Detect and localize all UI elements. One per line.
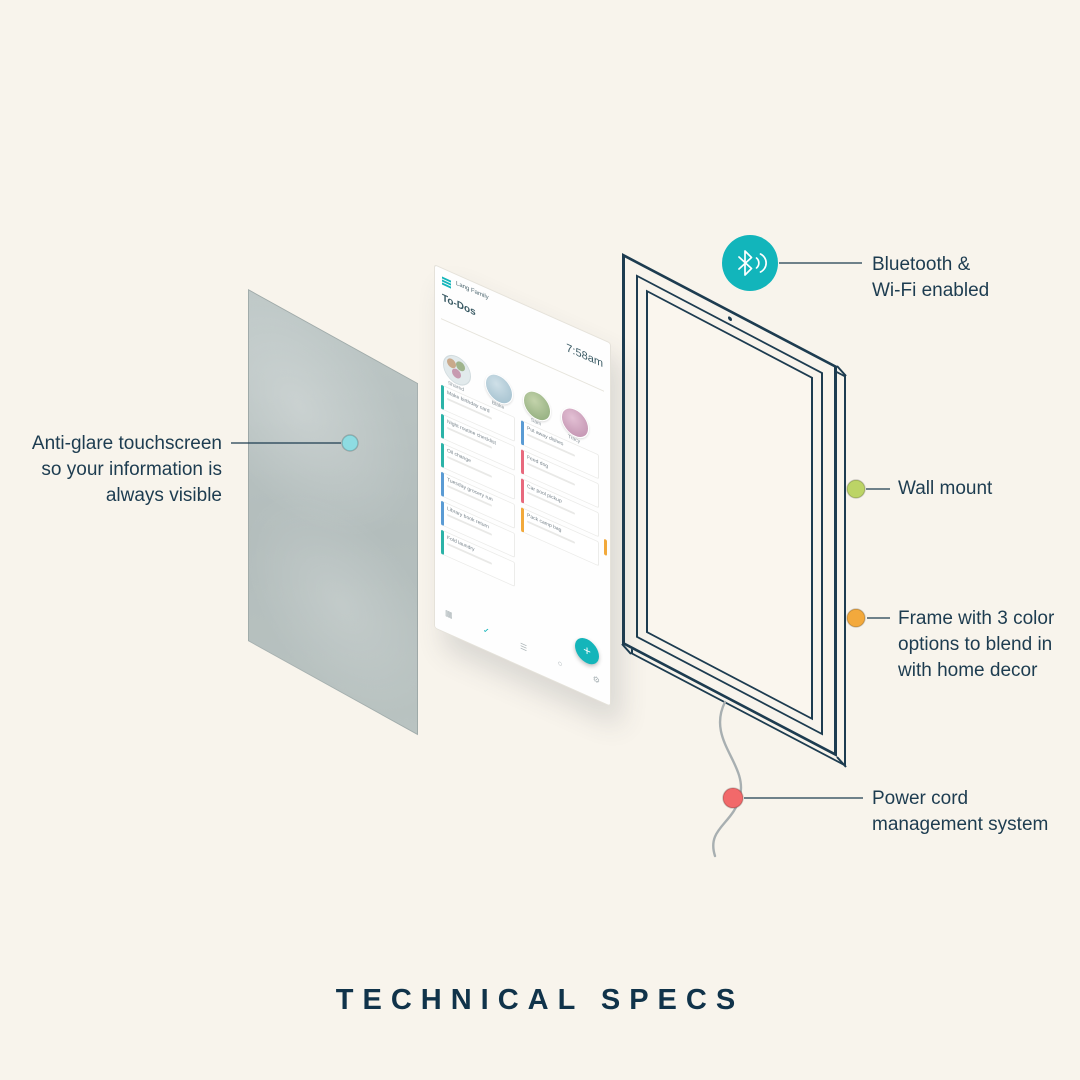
bluetooth-icon (738, 250, 767, 276)
settings-icon: ⚙ (592, 673, 600, 686)
anti-glare-panel (248, 289, 418, 736)
screen-page-title: To-Dos (442, 292, 476, 319)
device-frame (622, 253, 837, 757)
anti-glare-label: Anti-glare touchscreen so your informati… (31, 433, 222, 506)
power-cord (712, 700, 743, 858)
lists-icon: ☰ (520, 641, 528, 654)
todos-icon: ✓ (482, 624, 490, 637)
screen-clock: 7:58am (566, 341, 603, 371)
bluetooth-badge (722, 235, 778, 291)
task-card-title: Oil change (447, 447, 471, 465)
meals-icon: ○ (557, 658, 563, 670)
scroll-indicator (604, 538, 607, 557)
wall-mount-label: Wall mount (898, 478, 993, 499)
device-screen-mockup: Lang Family To-Dos 7:58am Shared Blake S… (434, 264, 611, 707)
family-name: Lang Family (456, 280, 489, 302)
camera-dot (727, 315, 732, 322)
page-title: TECHNICAL SPECS (335, 984, 745, 1016)
add-button: + (575, 633, 599, 669)
power-cord-dot (722, 787, 744, 809)
power-cord-label: Power cord management system (872, 788, 1049, 835)
frame-colors-label: Frame with 3 color options to blend in w… (898, 608, 1055, 681)
calendar-icon: ▦ (445, 607, 453, 621)
wall-mount-dot (846, 479, 866, 499)
frame-colors-dot (846, 608, 866, 628)
menu-icon (442, 276, 451, 290)
bluetooth-label: Bluetooth & Wi-Fi enabled (872, 254, 990, 301)
task-card-title: Feed dog (527, 454, 549, 470)
frame-bezel (636, 274, 823, 736)
frame-screen-area (646, 289, 813, 721)
